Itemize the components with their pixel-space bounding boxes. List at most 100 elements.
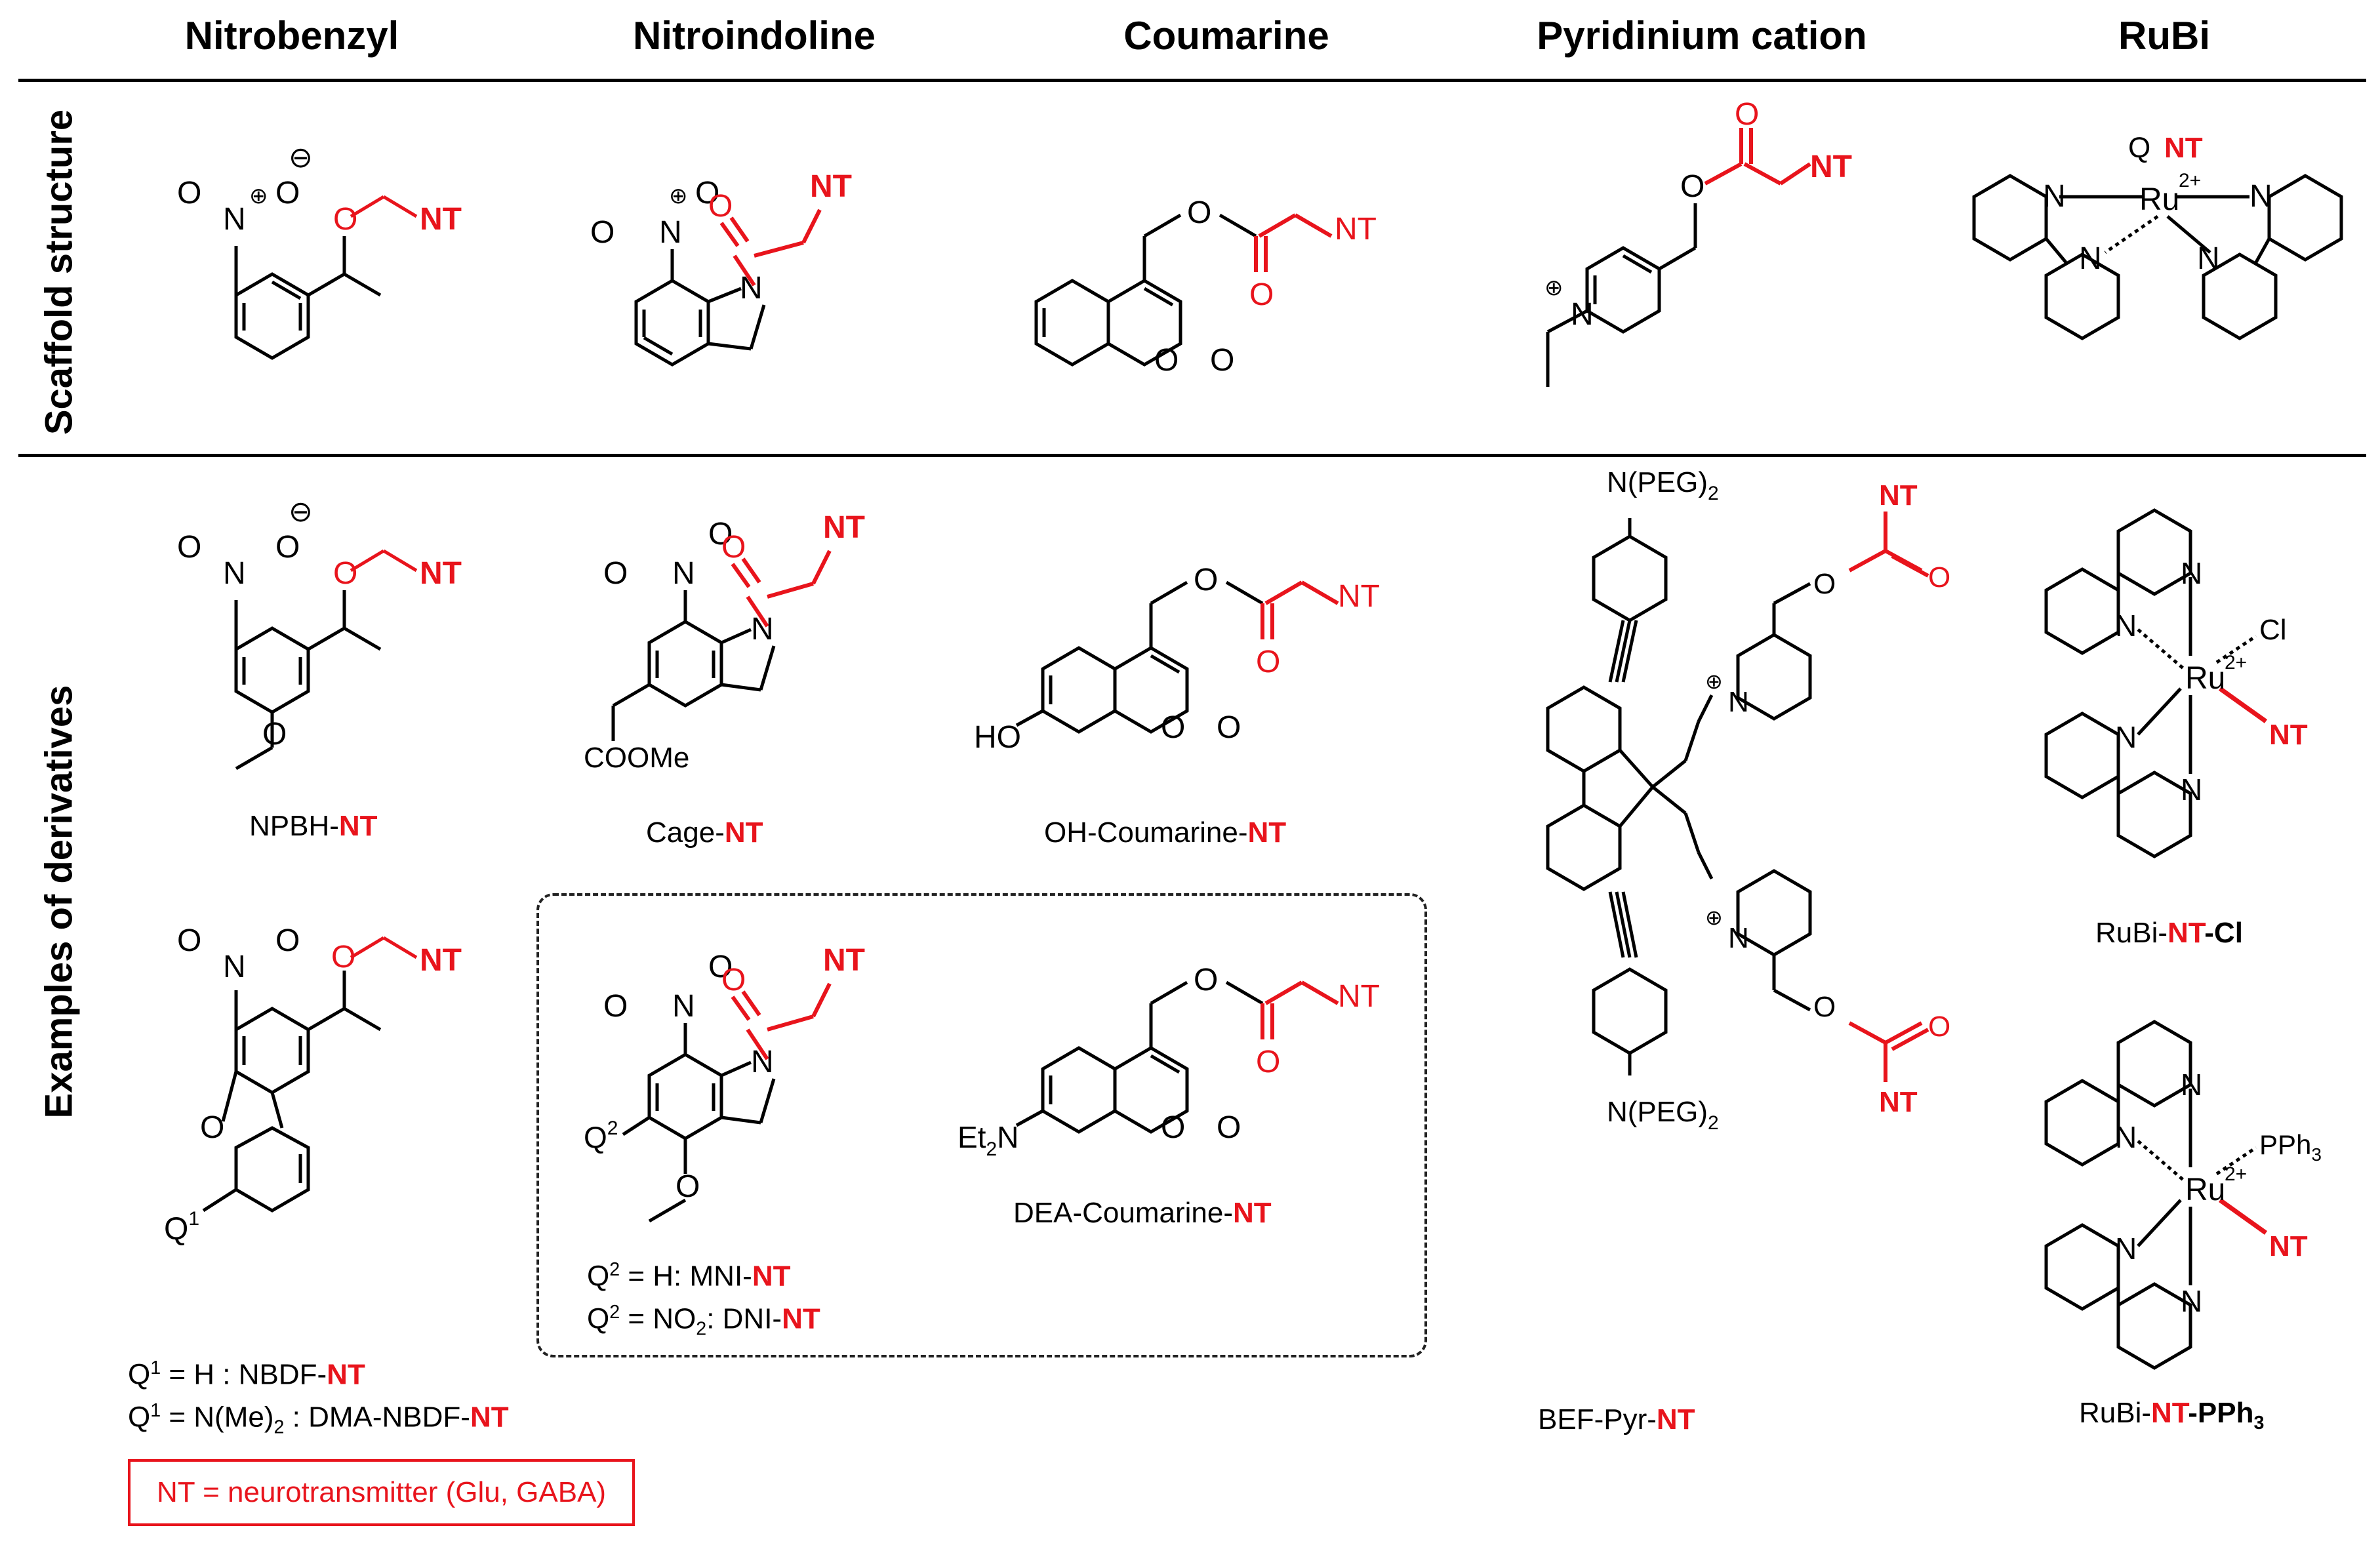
- nt-group: NT: [1879, 479, 1918, 512]
- atom-o-red: O: [721, 963, 746, 997]
- label-dma-nbdf: Q1 = N(Me)2 : DMA-NBDF-NT: [128, 1400, 509, 1438]
- atom-o-red: O: [333, 556, 357, 591]
- atom-o-red: O: [1249, 277, 1274, 312]
- rubi-nt-cl-structure: N N N N Ru 2+ Cl NT: [2044, 508, 2308, 858]
- atom-n: N: [672, 556, 695, 591]
- charge-minus: ⊖: [289, 142, 313, 174]
- atom-n: N: [659, 215, 682, 250]
- atom-o-red: O: [721, 530, 746, 565]
- atom-o: O: [1161, 710, 1185, 745]
- atom-o: O: [275, 923, 300, 958]
- atom-o: O: [708, 517, 733, 552]
- header-nitroindoline: Nitroindoline: [633, 14, 876, 58]
- atom-n: N: [1571, 297, 1594, 332]
- atom-n: N: [223, 202, 246, 237]
- header-rubi: RuBi: [2118, 14, 2210, 58]
- atom-o-red: O: [1928, 561, 1950, 593]
- atom-o: O: [603, 989, 628, 1024]
- nt-group: NT: [2269, 1230, 2308, 1262]
- charge-2plus: 2+: [2179, 170, 2201, 191]
- pyridinium-scaffold-structure: O N ⊕ O NT: [1544, 97, 1852, 387]
- atom-q1: Q1: [164, 1208, 199, 1247]
- bef-pyr-structure: N(PEG)2 N(PEG)2 N N ⊕ ⊕ O O O O NT NT: [1546, 466, 1950, 1134]
- atom-o-red: O: [1256, 645, 1280, 679]
- atom-o: O: [708, 950, 733, 984]
- atom-o: O: [1813, 568, 1836, 600]
- nt-group: NT: [1810, 150, 1852, 184]
- row-label-scaffold: Scaffold structure: [37, 109, 81, 435]
- diethylamino-group: Et2N: [958, 1120, 1019, 1160]
- atom-o: O: [1187, 195, 1211, 230]
- atom-o: O: [695, 176, 719, 211]
- label-mni: Q2 = H: MNI-NT: [587, 1259, 791, 1293]
- peg-amine-top: N(PEG)2: [1607, 466, 1719, 504]
- nt-group: NT: [810, 169, 852, 204]
- atom-n: N: [1728, 922, 1749, 954]
- rubi-nt-pph3-structure: N N N N Ru 2+ PPh3 NT: [2044, 1020, 2322, 1370]
- atom-n: N: [223, 556, 246, 591]
- label-npbh: NPBH-NT: [249, 810, 378, 842]
- nt-group: NT: [420, 202, 462, 237]
- atom-n: N: [2115, 720, 2137, 754]
- atom-o-red: O: [708, 189, 733, 224]
- label-cage: Cage-NT: [646, 816, 763, 849]
- header-pyridinium: Pyridinium cation: [1537, 14, 1867, 58]
- atom-n: N: [223, 950, 246, 984]
- nt-group: NT: [823, 510, 865, 545]
- atom-ru: Ru: [2185, 661, 2225, 696]
- charge-plus: ⊕: [1705, 670, 1723, 693]
- atom-cl: Cl: [2259, 614, 2287, 646]
- charge-2plus: 2+: [2225, 652, 2247, 673]
- atom-o-red: O: [333, 202, 357, 237]
- dea-coumarine-structure: Et2N O O O O NT: [958, 963, 1380, 1160]
- atom-n: N: [2115, 1232, 2137, 1266]
- atom-o: O: [590, 215, 615, 250]
- atom-n: N: [2181, 773, 2202, 807]
- atom-o: O: [1161, 1110, 1185, 1145]
- nbdf-structure: N O O O O NT Q1: [164, 923, 462, 1247]
- atom-n: N: [2181, 1068, 2202, 1102]
- mni-dni-structure: N N O O O O NT Q2: [584, 943, 865, 1223]
- atom-o: O: [177, 176, 201, 211]
- dashed-group-box: [536, 893, 1427, 1357]
- nt-group: NT: [1338, 579, 1380, 614]
- nt-group: NT: [823, 943, 865, 978]
- atom-n: N: [2079, 241, 2102, 276]
- atom-n: N: [740, 271, 763, 306]
- atom-o: O: [1813, 991, 1836, 1023]
- oh-coumarine-structure: HO O O O O NT: [974, 563, 1380, 755]
- atom-ru: Ru: [2139, 182, 2179, 217]
- atom-n: N: [672, 989, 695, 1024]
- charge-minus: ⊖: [289, 496, 313, 528]
- atom-n: N: [1728, 686, 1749, 718]
- atom-o-red: O: [1928, 1011, 1950, 1043]
- atom-n: N: [2115, 1120, 2137, 1154]
- label-dni: Q2 = NO2: DNI-NT: [587, 1302, 820, 1340]
- atom-o: O: [1194, 563, 1218, 597]
- row-label-examples: Examples of derivatives: [37, 685, 81, 1119]
- atom-ru: Ru: [2185, 1173, 2225, 1207]
- label-dea-coumarine: DEA-Coumarine-NT: [1013, 1197, 1272, 1229]
- atom-o: O: [262, 717, 287, 752]
- atom-n: N: [2181, 1284, 2202, 1318]
- atom-o-red: O: [331, 940, 355, 974]
- nt-group: NT: [1879, 1086, 1918, 1118]
- atom-o: O: [1194, 963, 1218, 997]
- atom-n: N: [751, 1045, 774, 1079]
- atom-n: N: [751, 612, 774, 647]
- nt-group: NT: [420, 556, 462, 591]
- charge-plus: ⊕: [1544, 275, 1563, 300]
- label-bef-pyr: BEF-Pyr-NT: [1538, 1403, 1695, 1436]
- coumarine-scaffold-structure: O O O O NT: [1034, 195, 1377, 378]
- atom-o: O: [200, 1110, 224, 1145]
- label-rubi-nt-pph3: RuBi-NT-PPh3: [2079, 1397, 2265, 1434]
- atom-o: O: [1217, 1110, 1241, 1145]
- atom-o: O: [275, 530, 300, 565]
- atom-n: N: [2197, 241, 2220, 276]
- nt-group: NT: [1338, 979, 1380, 1014]
- atom-o-red: O: [1256, 1045, 1280, 1079]
- atom-o: O: [1217, 710, 1241, 745]
- charge-plus: ⊕: [669, 184, 688, 209]
- atom-o: O: [676, 1169, 700, 1204]
- atom-n: N: [2115, 609, 2137, 643]
